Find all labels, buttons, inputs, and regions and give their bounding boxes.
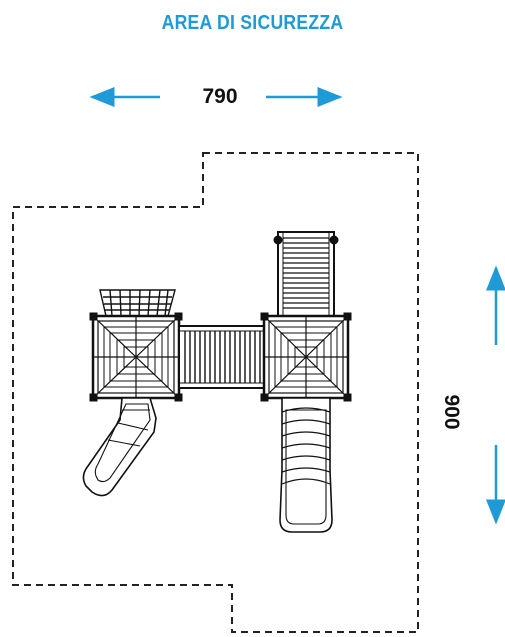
width-dimension-label: 790 [202, 85, 238, 108]
left-tower [89, 312, 183, 402]
depth-dimension-label: 900 [440, 394, 463, 430]
left-slide [82, 397, 157, 497]
safety-area-title: AREA DI SICUREZZA [161, 12, 344, 34]
connecting-bridge [178, 325, 266, 389]
access-ladder [273, 231, 339, 317]
safety-boundary [12, 152, 419, 633]
right-slide [279, 397, 333, 533]
climbing-net [99, 289, 176, 317]
right-tower [260, 312, 352, 402]
